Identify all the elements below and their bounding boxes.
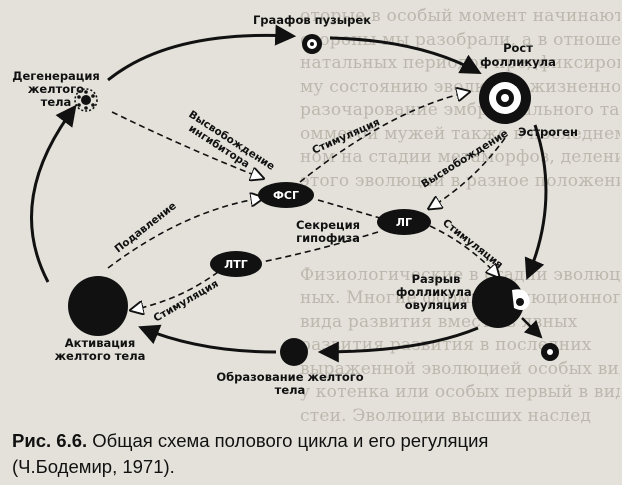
activation-label-line2: желтого тела bbox=[55, 349, 146, 363]
cycle-arrow-rupture-to-formation bbox=[317, 326, 479, 363]
rupture-label-line2: фолликула, bbox=[396, 285, 476, 299]
degeneration-label-line1: Дегенерация bbox=[12, 69, 100, 83]
released-ovum-icon bbox=[541, 343, 559, 361]
bleed-line: стороны мы разобрали, а в отношении bbox=[300, 29, 620, 50]
fsh-hormone-pill: ФСГ bbox=[258, 182, 314, 208]
stimulation-top-label: Стимуляция bbox=[310, 116, 381, 157]
release-right-label: Высвобождение bbox=[419, 127, 510, 190]
rupture-label-line1: Разрыв bbox=[412, 272, 461, 286]
dashed-arrow-ltg-stimulation bbox=[132, 271, 219, 310]
degeneration-label-line3: тела bbox=[41, 95, 72, 109]
bleed-line: стеи. Эволюции высших наслед bbox=[300, 405, 592, 426]
growth-label-line2: фолликула bbox=[480, 55, 556, 69]
rupture-label-line3: овуляция bbox=[405, 298, 467, 312]
graafian-label: Граафов пузырек bbox=[253, 13, 371, 27]
fsh-label: ФСГ bbox=[273, 189, 299, 202]
secretion-label-line1: Секреция bbox=[296, 218, 360, 232]
dashed-line-fsh-to-lh bbox=[317, 199, 381, 219]
formation-label-line2: тела bbox=[275, 383, 306, 397]
bleed-line: оторые в особый момент начинают bbox=[300, 6, 620, 26]
sexual-cycle-diagram: ФСГ ЛГ ЛТГ Граафов пузырек Рост фолликул… bbox=[12, 13, 578, 397]
cycle-arrow-degeneration-to-graafian bbox=[107, 24, 297, 82]
corpus-luteum-degeneration-icon bbox=[74, 88, 98, 112]
graafian-follicle-icon bbox=[302, 34, 322, 54]
dashed-arrow-fsh-stimulation bbox=[299, 92, 468, 183]
bleed-line: у котенка или особых первый в видах bbox=[300, 382, 620, 402]
corpus-luteum-formation-icon bbox=[280, 338, 308, 366]
dashed-line-lh-to-ltg bbox=[261, 231, 379, 263]
lh-hormone-pill: ЛГ bbox=[377, 209, 431, 235]
dashed-arrow-lh-stimulation bbox=[429, 225, 498, 276]
bleed-line: этого эволюции в разное положение bbox=[300, 170, 620, 191]
caption-title: Общая схема полового цикла и его регуляц… bbox=[87, 430, 489, 451]
lh-label: ЛГ bbox=[396, 216, 412, 229]
bleed-line: ных. Многие формы эволюционного bbox=[300, 288, 620, 308]
degeneration-label-line2: желтого bbox=[28, 82, 84, 96]
formation-label-line1: Образование желтого bbox=[216, 370, 363, 384]
ltg-hormone-pill: ЛТГ bbox=[210, 251, 262, 277]
corpus-luteum-activation-icon bbox=[68, 276, 128, 336]
caption-figure-number: Рис. 6.6. bbox=[12, 430, 88, 451]
bleed-line: разочарование эмбрионального так, bbox=[300, 100, 620, 120]
growth-label-line1: Рост bbox=[503, 41, 533, 55]
cycle-arrow-activation-to-degeneration bbox=[30, 104, 77, 283]
figure-caption: Рис. 6.6. Общая схема полового цикла и е… bbox=[12, 428, 612, 480]
cycle-arrow-growth-to-rupture bbox=[524, 124, 548, 280]
activation-label-line1: Активация bbox=[65, 336, 135, 350]
estrogen-label: Эстроген bbox=[518, 125, 578, 139]
ltg-label: ЛТГ bbox=[224, 258, 248, 271]
follicle-growth-icon bbox=[479, 72, 531, 124]
bleed-line: выраженной эволюцией особых видов bbox=[300, 358, 620, 379]
dashed-arrow-inhibitor-release bbox=[111, 111, 262, 178]
suppression-label: Подавление bbox=[112, 200, 178, 255]
stimulation-right-label: Стимуляция bbox=[440, 217, 505, 271]
dashed-arrow-estrogen-release bbox=[430, 137, 506, 208]
dashed-arrow-suppression bbox=[107, 198, 262, 269]
ovum-release-arrow bbox=[521, 317, 543, 339]
secretion-label-line2: гипофиза bbox=[296, 231, 360, 245]
ovulation-icon bbox=[472, 276, 530, 328]
caption-line1: Рис. 6.6. Общая схема полового цикла и е… bbox=[12, 428, 612, 454]
cycle-arrow-graafian-to-growth bbox=[329, 36, 482, 75]
caption-source: (Ч.Бодемир, 1971). bbox=[12, 456, 175, 477]
cycle-arrow-formation-to-activation bbox=[138, 324, 277, 354]
bleed-line: ном на стадии метаморфоз, деления. bbox=[300, 147, 620, 167]
